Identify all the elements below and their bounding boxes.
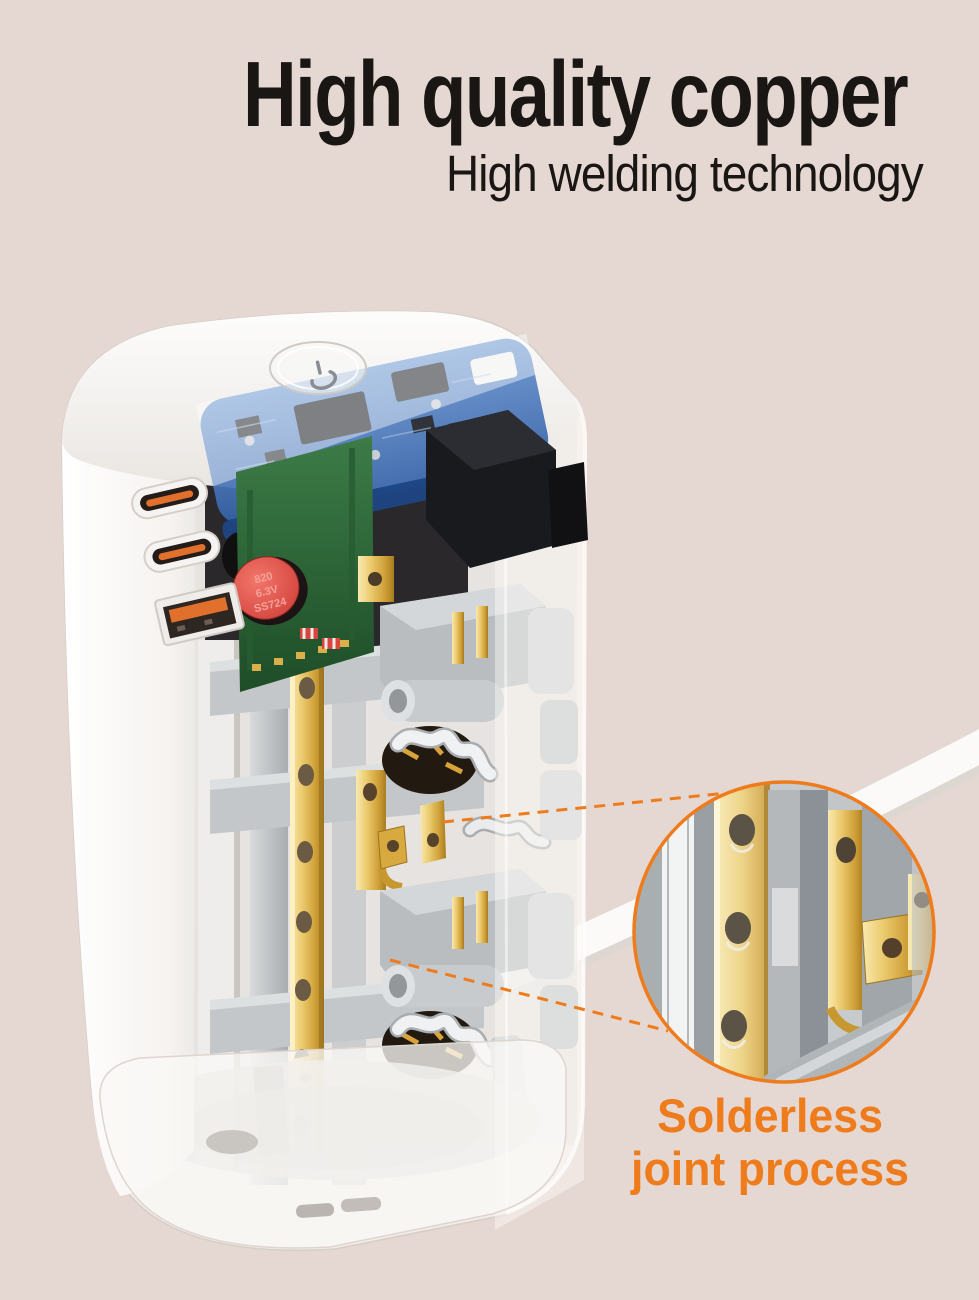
usb-c-port-1 (131, 476, 208, 520)
pcb-pads (252, 640, 349, 671)
clip-cluster-middle (462, 770, 582, 850)
magnified-view (634, 782, 934, 1082)
callout-line-2: joint process (631, 1141, 909, 1195)
pcb-veil (195, 333, 536, 487)
usb-a-port (154, 582, 245, 647)
relay-blocks (426, 410, 588, 568)
device-base (99, 1039, 567, 1249)
power-icon (310, 360, 338, 390)
callout-text: Solderless joint process (561, 1089, 979, 1195)
fuse-capacitor: 820 6.3V SS724 (232, 556, 308, 626)
daughter-pcb: 820 6.3V SS724 (222, 436, 374, 692)
page-subtitle: High welding technology (446, 145, 924, 202)
magnifier-link-line-1 (442, 791, 728, 824)
page-title: High quality copper (242, 42, 909, 146)
usb-ports (131, 476, 245, 647)
callout-line-1: Solderless (657, 1089, 883, 1142)
capacitor-label-line2: 6.3V (255, 583, 281, 600)
magnifier-link-line-2 (389, 958, 669, 1033)
brass-terminal-plate (358, 556, 394, 602)
power-strip: 820 6.3V SS724 (61, 310, 588, 1251)
base-vents (296, 1197, 382, 1218)
magnified-copper-busbar (714, 782, 770, 1082)
spring-clip (392, 730, 496, 780)
shell-veil (495, 340, 584, 1230)
capacitor-label-line1: 820 (253, 570, 274, 586)
magnifier-ring (632, 780, 936, 1084)
shell-edge-highlight (505, 390, 588, 1215)
usb-c-port-2 (143, 530, 221, 573)
copper-contact-group (356, 770, 446, 891)
magnifier-circle (632, 780, 936, 1084)
power-button (269, 341, 367, 395)
